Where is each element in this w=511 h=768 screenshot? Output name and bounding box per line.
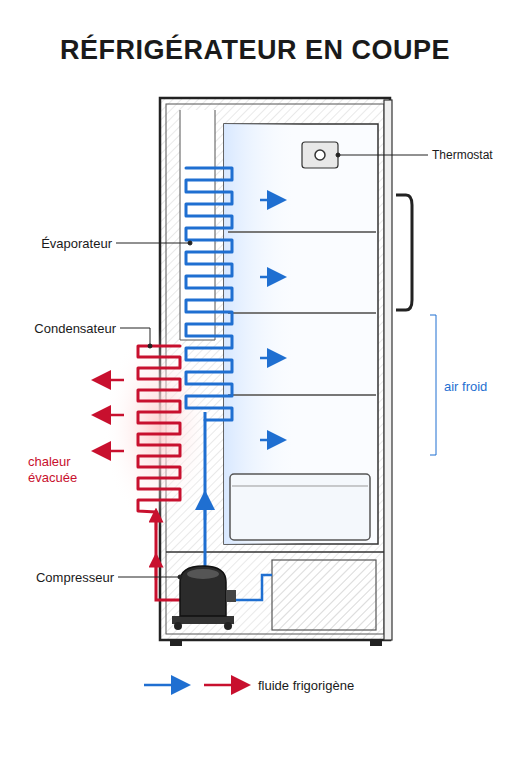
legend-text: fluide frigorigène <box>258 678 354 693</box>
part-label: Compresseur <box>36 570 114 585</box>
part-label: Thermostat <box>432 148 493 162</box>
part-label: Condensateur <box>34 321 116 336</box>
diagram-title: RÉFRIGÉRATEUR EN COUPE <box>60 35 450 66</box>
heat-label: chaleur évacuée <box>28 454 98 486</box>
air-label: air froid <box>444 379 487 394</box>
part-label: Évaporateur <box>41 236 112 251</box>
